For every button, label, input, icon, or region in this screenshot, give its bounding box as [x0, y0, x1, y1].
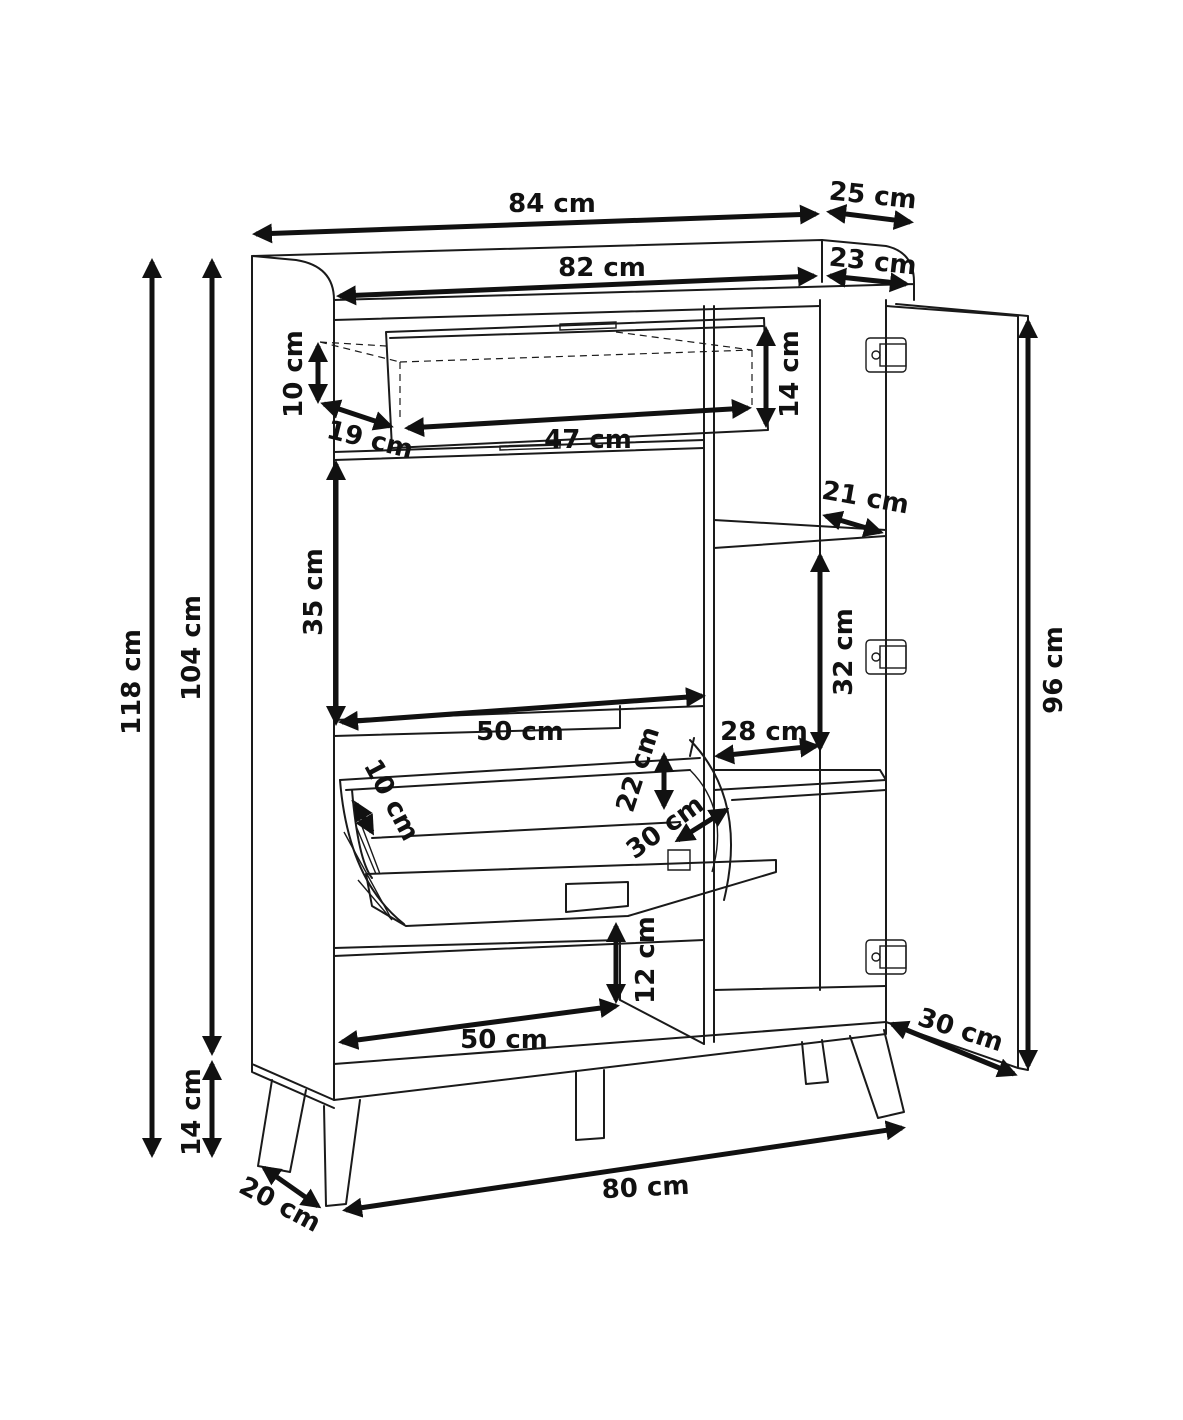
center-divider	[703, 305, 715, 1045]
dim-shelf-depth: 21 cm	[820, 476, 912, 521]
dim-leg-height: 14 cm	[177, 1068, 207, 1156]
dim-drawer-height-inner: 10 cm	[279, 330, 309, 418]
dim-shelf-spacing: 32 cm	[829, 608, 859, 696]
shoe-flap	[339, 757, 777, 927]
open-door	[885, 303, 1029, 1071]
dim-shelf-width: 28 cm	[720, 717, 808, 747]
dim-inner-width: 82 cm	[558, 253, 646, 283]
dim-bottom-width: 50 cm	[460, 1025, 548, 1055]
bottom-plinth	[251, 1021, 887, 1109]
dim-top-depth: 25 cm	[828, 177, 918, 216]
dim-overall-width: 84 cm	[508, 189, 596, 219]
dim-compartment-width: 50 cm	[476, 717, 564, 747]
dimension-arrows	[142, 204, 1038, 1218]
cabinet-drawing	[251, 239, 1029, 1207]
dim-flap-shelf-height: 22 cm	[611, 723, 667, 816]
drawer-box-dashed	[319, 331, 753, 420]
dim-overall-height: 118 cm	[117, 629, 147, 735]
dim-drawer-width: 47 cm	[544, 425, 632, 455]
dim-drawer-height-outer: 14 cm	[775, 330, 805, 418]
dim-body-height: 104 cm	[177, 595, 207, 701]
right-shelves	[713, 519, 887, 991]
dim-compartment-height: 35 cm	[299, 548, 329, 636]
dim-bottom-height: 12 cm	[631, 916, 661, 1004]
dim-flap-depth-left: 10 cm	[357, 754, 425, 846]
hinge-icons	[865, 337, 907, 975]
dim-leg-span: 80 cm	[601, 1171, 690, 1206]
dimension-labels: 84 cm 25 cm 82 cm 23 cm 10 cm 14 cm 19 c…	[117, 177, 1069, 1239]
legs	[257, 1029, 905, 1207]
dim-door-height: 96 cm	[1039, 626, 1069, 714]
